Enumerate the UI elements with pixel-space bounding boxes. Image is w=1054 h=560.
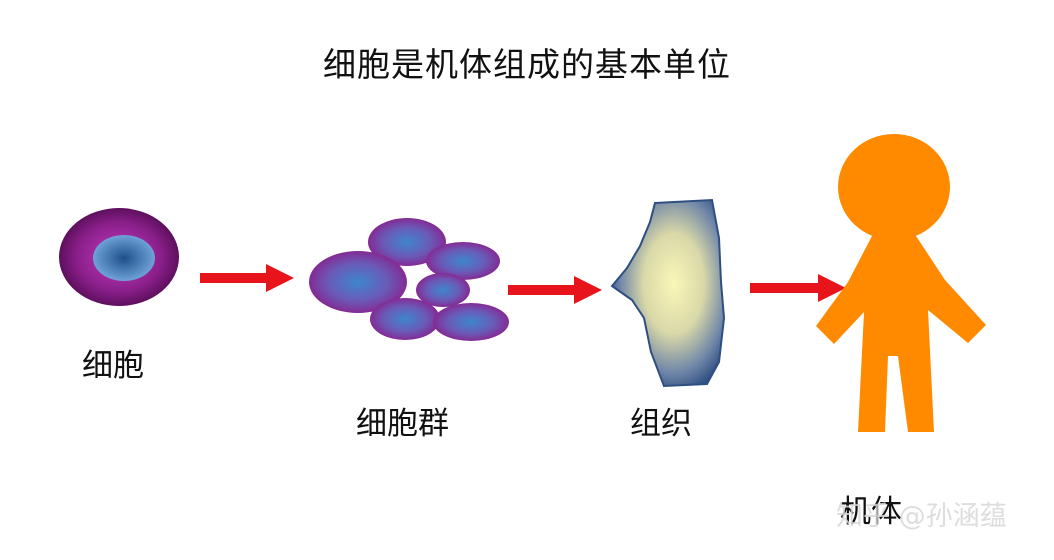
human-body-icon bbox=[816, 134, 986, 432]
arrow-right-icon bbox=[200, 264, 294, 292]
cell-group-icon bbox=[309, 218, 509, 341]
stage-label-tissue: 组织 bbox=[630, 406, 692, 442]
watermark: 知乎 @孙涵蕴 bbox=[836, 501, 1007, 532]
stage-label-cell-group: 细胞群 bbox=[356, 406, 449, 442]
arrow-right-icon bbox=[750, 274, 846, 302]
diagram-title: 细胞是机体组成的基本单位 bbox=[323, 45, 731, 84]
tissue-icon bbox=[610, 198, 726, 388]
stage-label-cell: 细胞 bbox=[82, 348, 144, 384]
arrow-right-icon bbox=[508, 276, 602, 304]
stage-label-body: 机体 bbox=[840, 494, 902, 530]
cell-icon bbox=[59, 208, 179, 306]
